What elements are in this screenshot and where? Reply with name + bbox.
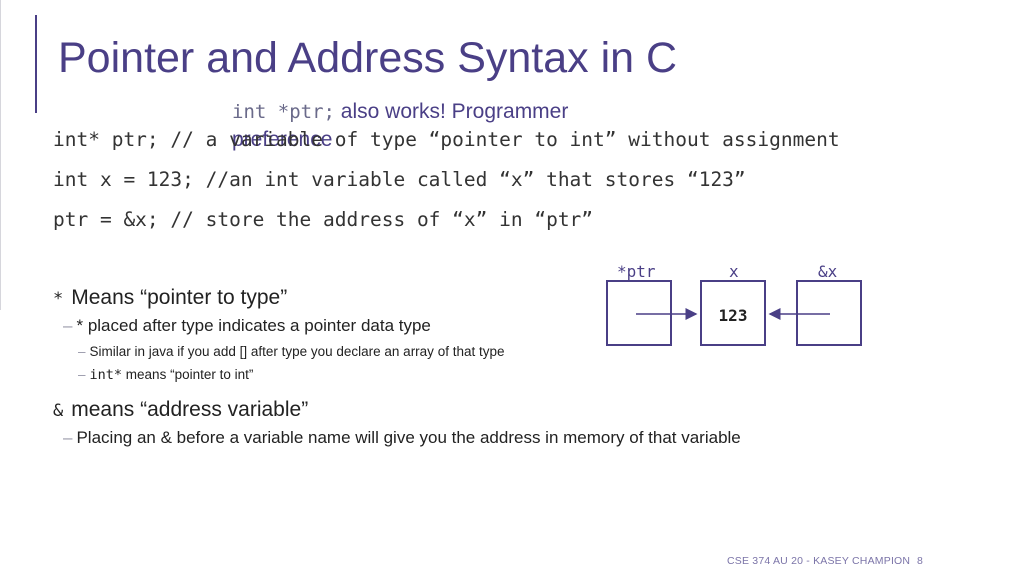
code-line-assign: ptr = &x; // store the address of “x” in… [53,208,594,231]
bullet-address-sub: –Placing an & before a variable name wil… [63,428,741,448]
code-line-int-x: int x = 123; //an int variable called “x… [53,168,746,191]
bullet-address: &means “address variable” [53,398,308,422]
bullet-pointer: * Means “pointer to type” [53,286,287,310]
slide-title: Pointer and Address Syntax in C [58,34,678,82]
left-rule [0,0,1,310]
dash-icon: – [63,428,73,447]
bullet-address-sub-text: Placing an & before a variable name will… [76,428,741,447]
footer-course: CSE 374 AU 20 - KASEY CHAMPION [727,555,911,567]
bullet-pointer-text: Means “pointer to type” [71,286,288,309]
note-text: also works! Programmer preference [232,100,569,151]
accent-bar [35,15,37,113]
note-code: int *ptr; [232,101,335,123]
box-ptr [606,280,672,346]
box-x: 123 [700,280,766,346]
bullet-java-array-text: Similar in java if you add [] after type… [89,344,505,359]
page-number: 8 [917,555,924,567]
syntax-note: int *ptr; also works! Programmer prefere… [232,98,652,153]
bullet-pointer-sub-symbol: * [76,316,84,335]
bullet-pointer-symbol: * [53,289,64,309]
bullet-address-symbol: & [53,401,64,421]
dash-icon: – [78,344,86,359]
bullet-int-star-text: means “pointer to int” [125,367,254,382]
bullet-pointer-sub-text: placed after type indicates a pointer da… [87,316,431,335]
label-ptr: *ptr [617,262,656,281]
label-address-x: &x [818,262,838,281]
bullet-address-text: means “address variable” [71,398,309,421]
dash-icon: – [63,316,73,335]
bullet-int-star-code: int* [89,367,123,383]
diagram-arrows [636,308,830,320]
bullet-pointer-sub: –* placed after type indicates a pointer… [63,316,431,336]
label-x: x [729,262,739,281]
bullet-int-star: –int* means “pointer to int” [78,367,253,383]
box-address-x [796,280,862,346]
code-line-declaration: int* ptr; // a variable of type “pointer… [53,128,840,151]
bullet-java-array: –Similar in java if you add [] after typ… [78,344,504,359]
dash-icon: – [78,367,86,382]
box-x-value: 123 [718,306,748,325]
